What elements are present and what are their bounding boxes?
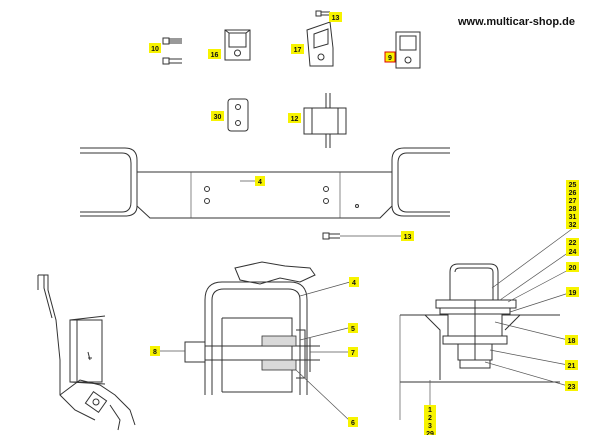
label-17: 17 bbox=[291, 44, 304, 54]
svg-text:21: 21 bbox=[568, 363, 576, 370]
svg-text:30: 30 bbox=[214, 114, 222, 121]
svg-text:20: 20 bbox=[569, 265, 577, 272]
svg-text:7: 7 bbox=[351, 350, 355, 357]
svg-text:19: 19 bbox=[569, 290, 577, 297]
svg-text:5: 5 bbox=[351, 326, 355, 333]
svg-text:28: 28 bbox=[569, 206, 577, 213]
svg-text:17: 17 bbox=[294, 47, 302, 54]
bolt-10 bbox=[162, 37, 182, 65]
svg-text:29: 29 bbox=[426, 431, 434, 435]
svg-text:26: 26 bbox=[569, 190, 577, 197]
label-9: 9 bbox=[384, 51, 396, 63]
svg-text:4: 4 bbox=[352, 280, 356, 287]
rubber-mount-12 bbox=[303, 93, 347, 148]
bracket-9 bbox=[395, 31, 421, 69]
svg-text:1: 1 bbox=[428, 407, 432, 414]
svg-text:10: 10 bbox=[151, 46, 159, 53]
bracket-17 bbox=[306, 21, 334, 67]
plate-30 bbox=[227, 98, 249, 132]
label-19: 19 bbox=[566, 287, 579, 297]
label-8: 8 bbox=[150, 346, 160, 356]
label-4-section: 4 bbox=[349, 277, 359, 287]
bolt-13-top bbox=[315, 10, 330, 17]
svg-text:8: 8 bbox=[153, 349, 157, 356]
label-21: 21 bbox=[565, 360, 578, 370]
svg-text:31: 31 bbox=[569, 214, 577, 221]
svg-text:18: 18 bbox=[568, 338, 576, 345]
label-7: 7 bbox=[348, 347, 358, 357]
label-16: 16 bbox=[208, 49, 221, 59]
svg-text:9: 9 bbox=[388, 55, 392, 62]
svg-text:4: 4 bbox=[258, 179, 262, 186]
label-13-mid: 13 bbox=[401, 231, 414, 241]
label-20: 20 bbox=[566, 262, 579, 272]
label-18: 18 bbox=[565, 335, 578, 345]
label-23: 23 bbox=[565, 381, 578, 391]
label-5: 5 bbox=[348, 323, 358, 333]
svg-text:22: 22 bbox=[569, 240, 577, 247]
crossbeam-4 bbox=[80, 147, 450, 219]
label-30: 30 bbox=[211, 111, 224, 121]
label-13-top: 13 bbox=[329, 12, 342, 22]
svg-text:3: 3 bbox=[428, 423, 432, 430]
label-12: 12 bbox=[288, 113, 301, 123]
side-frame-detail bbox=[37, 274, 136, 431]
svg-text:13: 13 bbox=[332, 15, 340, 22]
website-url: www.multicar-shop.de bbox=[458, 16, 575, 28]
svg-text:12: 12 bbox=[291, 116, 299, 123]
bracket-16 bbox=[224, 29, 251, 61]
svg-text:27: 27 bbox=[569, 198, 577, 205]
label-6: 6 bbox=[348, 417, 358, 427]
svg-text:6: 6 bbox=[351, 420, 355, 427]
label-stack-22-24: 22 24 bbox=[566, 238, 579, 256]
svg-text:13: 13 bbox=[404, 234, 412, 241]
svg-text:24: 24 bbox=[569, 249, 577, 256]
label-stack-1-3-29: 1 2 3 29 bbox=[424, 405, 436, 435]
right-section-view bbox=[399, 263, 560, 420]
bolt-13-mid bbox=[322, 232, 340, 240]
svg-text:23: 23 bbox=[568, 384, 576, 391]
label-4-beam: 4 bbox=[255, 176, 265, 186]
label-10: 10 bbox=[149, 43, 161, 53]
svg-text:25: 25 bbox=[569, 182, 577, 189]
center-section-view bbox=[184, 261, 320, 395]
svg-text:32: 32 bbox=[569, 222, 577, 229]
svg-text:2: 2 bbox=[428, 415, 432, 422]
label-stack-25-32: 25 26 27 28 31 32 bbox=[566, 180, 579, 229]
svg-text:16: 16 bbox=[211, 52, 219, 59]
